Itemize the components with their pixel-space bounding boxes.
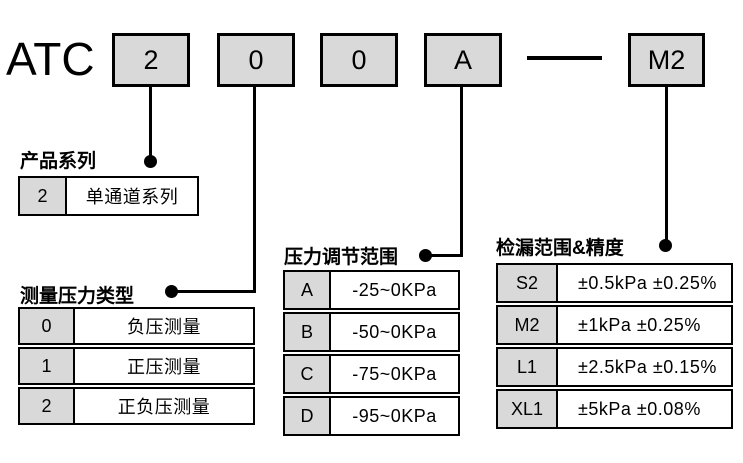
row-value-cell: 单通道系列 bbox=[85, 187, 179, 207]
table-row: C -75~0KPa bbox=[283, 354, 460, 394]
table-row: 0 负压测量 bbox=[18, 307, 255, 345]
row-value-cell: ±2.5kPa ±0.15% bbox=[578, 356, 717, 377]
adjust-range-table: A -25~0KPa B -50~0KPa C -75~0KPa D -95~0… bbox=[283, 270, 460, 438]
row-value-cell: ±0.5kPa ±0.25% bbox=[578, 272, 717, 293]
row-value-cell: ±1kPa ±0.25% bbox=[578, 314, 701, 335]
section-title-leak-range: 检漏范围&精度 bbox=[496, 238, 624, 259]
table-row: L1 ±2.5kPa ±0.15% bbox=[496, 347, 733, 387]
row-code-cell: B bbox=[285, 314, 331, 350]
section-title-product-series: 产品系列 bbox=[20, 151, 97, 172]
row-value-cell: 正负压测量 bbox=[117, 397, 211, 417]
connector-dot-adjust-range bbox=[419, 249, 432, 262]
row-code-cell: 0 bbox=[20, 309, 75, 343]
row-value-cell: -75~0KPa bbox=[352, 363, 437, 384]
row-code-cell: 2 bbox=[20, 178, 67, 214]
code-box-pressure-type: 0 bbox=[217, 33, 295, 87]
model-prefix: ATC bbox=[6, 33, 95, 85]
row-value-cell: -50~0KPa bbox=[352, 321, 437, 342]
leak-range-table: S2 ±0.5kPa ±0.25% M2 ±1kPa ±0.25% L1 ±2.… bbox=[496, 263, 733, 431]
code-box-reserved: 0 bbox=[320, 33, 398, 87]
row-code-cell: S2 bbox=[498, 265, 558, 301]
row-value-cell: ±5kPa ±0.08% bbox=[578, 398, 701, 419]
table-row: 2 单通道系列 bbox=[18, 176, 199, 216]
table-row: S2 ±0.5kPa ±0.25% bbox=[496, 263, 733, 303]
connector-line-leak-range bbox=[665, 85, 668, 241]
separator-dash bbox=[527, 56, 602, 60]
row-code-cell: A bbox=[285, 272, 331, 308]
connector-line-pressure-type-horizontal bbox=[171, 290, 256, 293]
table-row: 2 正负压测量 bbox=[18, 387, 255, 425]
connector-line-pressure-type-vertical bbox=[253, 85, 256, 293]
pressure-type-table: 0 负压测量 1 正压测量 2 正负压测量 bbox=[18, 307, 255, 427]
code-box-series: 2 bbox=[112, 33, 190, 87]
row-code-cell: 2 bbox=[20, 389, 75, 423]
table-row: B -50~0KPa bbox=[283, 312, 460, 352]
connector-line-adjust-range-vertical bbox=[460, 85, 463, 257]
table-row: D -95~0KPa bbox=[283, 396, 460, 436]
section-title-pressure-type: 测量压力类型 bbox=[20, 286, 135, 307]
row-code-cell: M2 bbox=[498, 307, 558, 343]
connector-dot-leak-range bbox=[659, 239, 672, 252]
table-row: XL1 ±5kPa ±0.08% bbox=[496, 389, 733, 429]
table-row: 1 正压测量 bbox=[18, 347, 255, 385]
connector-dot-pressure-type bbox=[165, 285, 178, 298]
product-series-table: 2 单通道系列 bbox=[18, 176, 199, 218]
table-row: M2 ±1kPa ±0.25% bbox=[496, 305, 733, 345]
code-box-adjust-range: A bbox=[424, 33, 502, 87]
connector-dot-series bbox=[144, 155, 157, 168]
code-box-leak-range: M2 bbox=[628, 33, 705, 87]
row-value-cell: -25~0KPa bbox=[352, 279, 437, 300]
row-value-cell: 正压测量 bbox=[127, 357, 201, 377]
row-code-cell: 1 bbox=[20, 349, 75, 383]
table-row: A -25~0KPa bbox=[283, 270, 460, 310]
section-title-adjust-range: 压力调节范围 bbox=[284, 247, 399, 268]
row-value-cell: -95~0KPa bbox=[352, 405, 437, 426]
row-code-cell: C bbox=[285, 356, 331, 392]
connector-line-series bbox=[149, 85, 152, 157]
row-code-cell: D bbox=[285, 398, 331, 434]
connector-line-adjust-range-horizontal bbox=[426, 254, 463, 257]
row-code-cell: XL1 bbox=[498, 391, 558, 427]
row-code-cell: L1 bbox=[498, 349, 558, 385]
row-value-cell: 负压测量 bbox=[127, 317, 201, 337]
